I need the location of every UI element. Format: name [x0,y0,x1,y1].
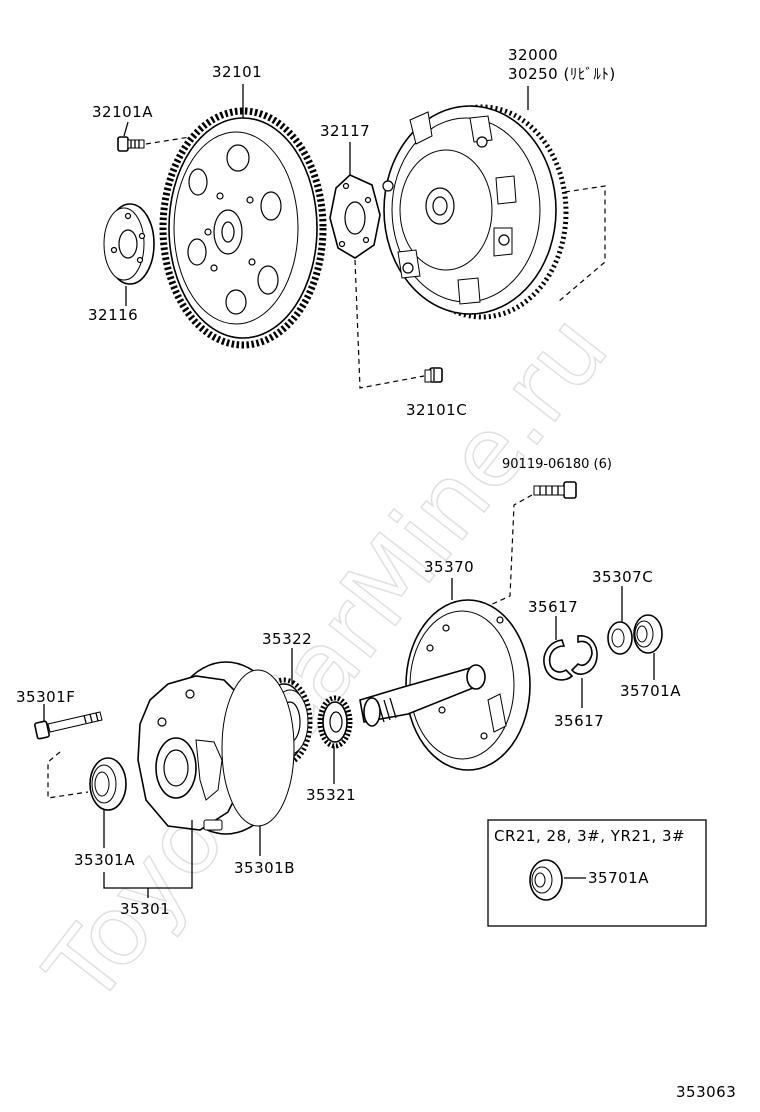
pump-oring-part [221,669,295,827]
pump-bolt-part [533,481,577,499]
pump-seal-part [89,757,127,811]
bearing-part [607,621,633,655]
seal-ring-upper-part [543,639,574,681]
label-pump-assy: 35301 [120,900,170,918]
label-seal-ring-upper: 35617 [528,598,578,616]
converter-bracket-dash [557,185,606,303]
spacer-part [103,203,155,285]
watermark-text: ToyotaCarMine.ru [24,294,629,1025]
ring-gear-bolt-part [117,136,191,152]
oil-seal-part [633,614,663,654]
label-ring-gear-bolt: 32101A [92,103,153,121]
label-pump-seal: 35301A [74,851,135,869]
seal-ring-lower-part [570,635,598,675]
inset-oil-seal-part [529,859,563,901]
body-bolt-dash [47,751,89,799]
label-spacer: 32116 [88,306,138,324]
label-converter-bolt: 32101C [406,401,467,419]
drive-plate-part [329,174,381,259]
label-converter-line2: 30250 (ﾘﾋﾞﾙﾄ) [508,65,616,83]
leader-32101A [123,121,129,137]
label-drive-gear: 35321 [306,786,356,804]
torque-converter-part [382,104,569,320]
stator-shaft-part [359,599,531,771]
pump-bolt-dash [487,494,533,607]
converter-bolt-part [424,367,443,383]
label-oil-seal: 35701A [620,682,681,700]
label-pump-bolt-ref: 90119-06180 (6) [502,457,612,472]
label-ring-gear: 32101 [212,63,262,81]
label-bearing: 35307C [592,568,653,586]
label-body-bolt: 35301F [16,688,75,706]
inset-box [487,819,707,927]
drive-gear-part [317,695,353,749]
label-converter-line1: 32000 [508,46,558,64]
inset-title: CR21, 28, 3#, YR21, 3# [494,827,685,845]
label-pump-oring: 35301B [234,859,295,877]
figure-number: 353063 [676,1083,736,1101]
ring-gear-part [159,107,327,349]
body-bolt-part [34,711,103,740]
inset-part-label: 35701A [588,869,649,887]
leader-32101C-dash [354,259,425,389]
label-seal-ring-lower: 35617 [554,712,604,730]
label-driven-gear: 35322 [262,630,312,648]
leader-35301 [103,820,193,898]
label-drive-plate: 32117 [320,122,370,140]
label-stator-shaft: 35370 [424,558,474,576]
